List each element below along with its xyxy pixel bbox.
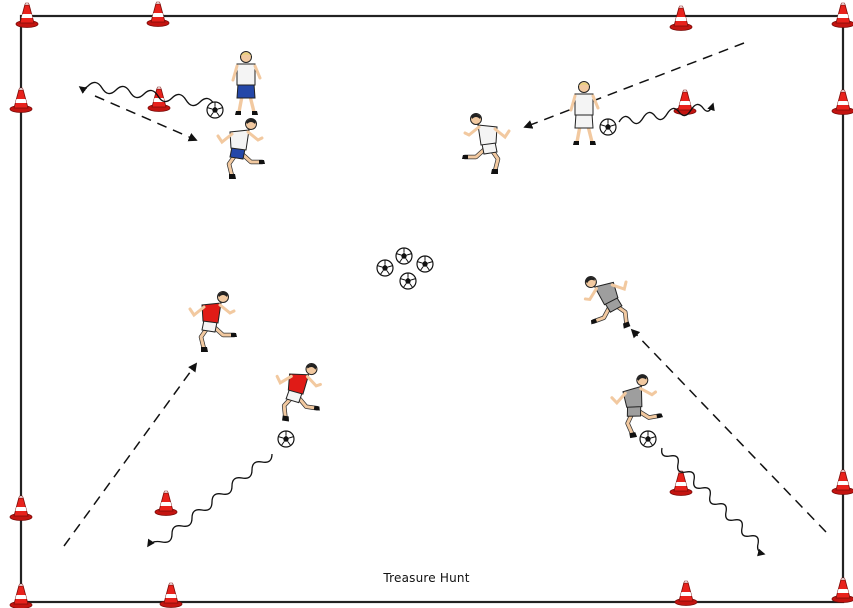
player-figure-icon: [569, 79, 600, 147]
dashed-arrow-icon: [523, 42, 745, 129]
cone-icon: [669, 5, 693, 31]
wavy-arrow-icon: [618, 102, 715, 125]
cone-icon: [154, 490, 178, 516]
soccer-ball-icon: [395, 247, 413, 265]
dashed-arrow-icon: [94, 95, 198, 142]
player-figure-icon: [271, 359, 326, 425]
cone-icon: [9, 495, 33, 521]
ball-pile: [376, 247, 434, 290]
wavy-arrow-icon: [78, 81, 215, 107]
player-figure-icon: [218, 119, 265, 180]
player-figure-icon: [576, 266, 641, 339]
cone-icon: [159, 582, 183, 608]
dribbled-balls: [206, 101, 657, 448]
cone-icon: [9, 87, 33, 113]
soccer-ball-icon: [399, 272, 417, 290]
diagram-caption: Treasure Hunt: [383, 571, 470, 585]
run-paths: [63, 42, 827, 547]
soccer-ball-icon: [376, 259, 394, 277]
cone-icon: [9, 583, 33, 608]
soccer-ball-icon: [599, 118, 617, 136]
cone-icon: [669, 470, 693, 496]
wavy-arrow-icon: [661, 447, 766, 557]
players: [190, 49, 666, 441]
cone-icon: [831, 469, 853, 495]
pitch-boundary: [19, 14, 845, 604]
player-figure-icon: [609, 372, 666, 440]
soccer-ball-icon: [416, 255, 434, 273]
player-figure-icon: [462, 114, 509, 175]
player-figure-icon: [231, 49, 262, 117]
soccer-ball-icon: [639, 430, 657, 448]
soccer-ball-icon: [206, 101, 224, 119]
dribble-paths: [78, 81, 766, 557]
cone-icon: [146, 1, 170, 27]
wavy-arrow-icon: [147, 453, 273, 548]
soccer-ball-icon: [277, 430, 295, 448]
player-figure-icon: [190, 292, 237, 353]
dashed-arrow-icon: [63, 362, 198, 547]
dashed-arrow-icon: [630, 328, 827, 533]
cone-icon: [831, 89, 853, 115]
